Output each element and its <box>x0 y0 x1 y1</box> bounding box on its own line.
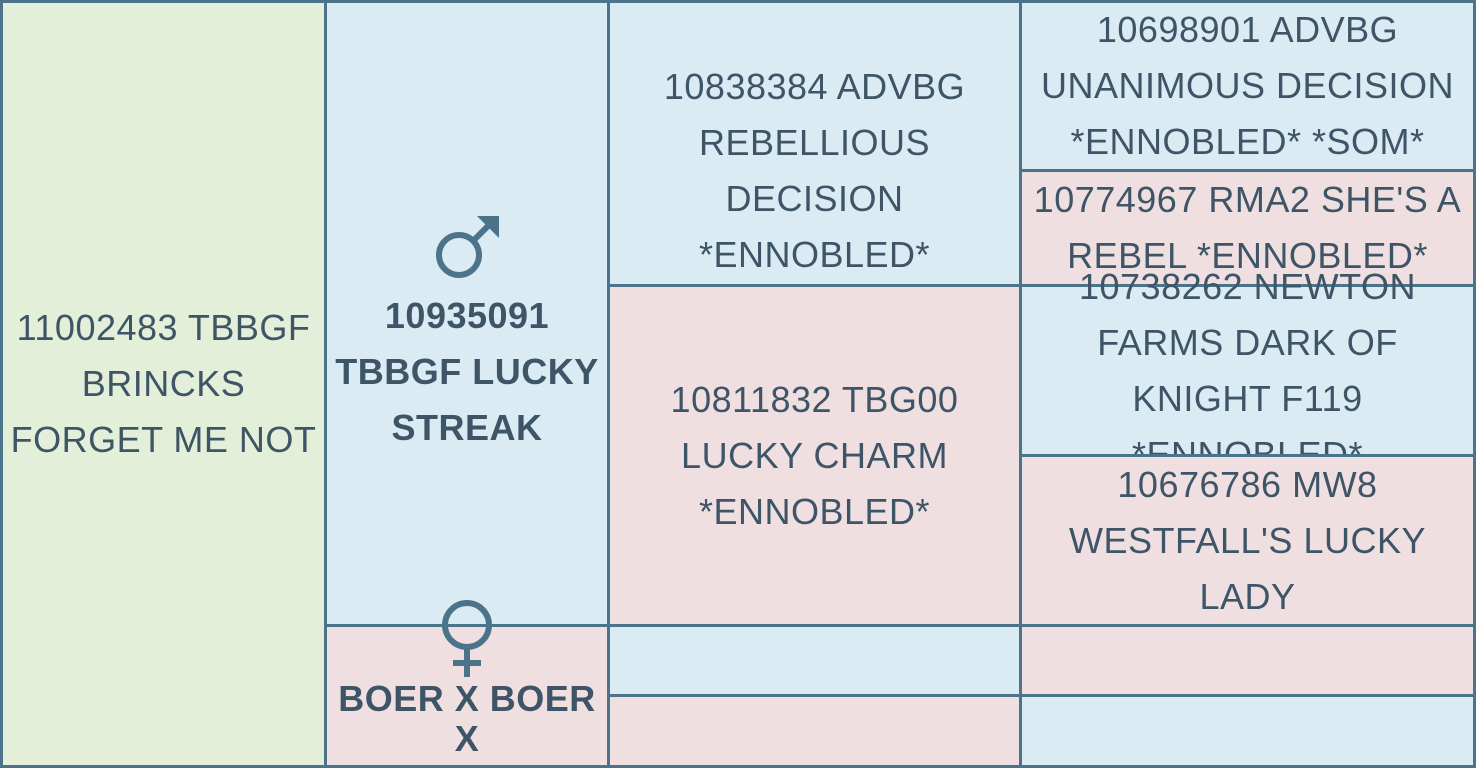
sire-sire-dam-cell: 10774967 RMA2 SHE'S A REBEL *ENNOBLED* <box>1019 169 1476 287</box>
sire-sire-dam-name: 10774967 RMA2 SHE'S A REBEL *ENNOBLED* <box>1033 179 1462 276</box>
dam-dam-cell <box>607 694 1022 768</box>
sire-sire-cell: 10838384 ADVBG REBELLIOUS DECISION *ENNO… <box>607 0 1022 287</box>
sire-cell: 10935091 TBBGF LUCKY STREAK <box>324 0 610 627</box>
dam-cell: BOER X BOER X <box>324 600 610 768</box>
dam-sire-cell <box>607 624 1022 697</box>
sire-sire-sire-name: 10698901 ADVBG UNANIMOUS DECISION *ENNOB… <box>1040 9 1455 162</box>
sire-dam-sire-name: 10738262 NEWTON FARMS DARK OF KNIGHT F11… <box>1078 265 1416 475</box>
sire-dam-name: 10811832 TBG00 LUCKY CHARM *ENNOBLED* <box>670 378 959 532</box>
female-symbol-icon <box>439 599 495 679</box>
sire-dam-dam-name: 10676786 MW8 WESTFALL'S LUCKY LADY <box>1069 463 1426 617</box>
male-symbol-icon <box>431 212 503 284</box>
dam-gen4-top-cell <box>1019 624 1476 697</box>
sire-sire-sire-cell: 10698901 ADVBG UNANIMOUS DECISION *ENNOB… <box>1019 0 1476 172</box>
sire-sire-name: 10838384 ADVBG REBELLIOUS DECISION *ENNO… <box>663 66 966 275</box>
subject-name: 11002483 TBBGF BRINCKS FORGET ME NOT <box>10 307 317 460</box>
sire-dam-sire-cell: 10738262 NEWTON FARMS DARK OF KNIGHT F11… <box>1019 266 1476 475</box>
sire-dam-cell: 10811832 TBG00 LUCKY CHARM *ENNOBLED* <box>607 284 1022 627</box>
sire-dam-dam-cell: 10676786 MW8 WESTFALL'S LUCKY LADY <box>1019 454 1476 627</box>
subject-cell: 11002483 TBBGF BRINCKS FORGET ME NOT <box>0 0 327 768</box>
sire-name: 10935091 TBBGF LUCKY STREAK <box>335 294 599 448</box>
dam-gen4-bottom-cell <box>1019 694 1476 768</box>
dam-name: BOER X BOER X <box>338 678 596 759</box>
